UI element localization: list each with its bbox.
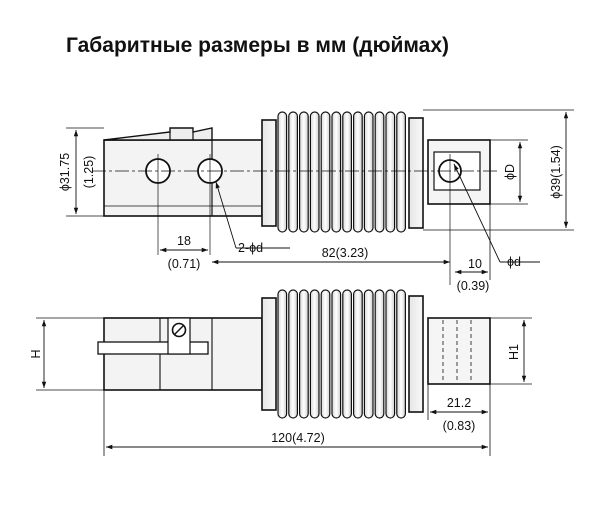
bellows-coil: [320, 289, 331, 419]
bellows-coil: [342, 111, 352, 233]
bellows-coil: [353, 289, 363, 419]
bellows-coil: [309, 111, 320, 233]
dim-21-2-inch-label: (0.83): [443, 419, 476, 433]
bellows-coil: [331, 289, 342, 419]
dim-18-label: 18: [177, 234, 191, 248]
bellows-coil: [277, 111, 288, 233]
top-left-block: [103, 139, 263, 217]
top-bellows: [277, 111, 406, 233]
dim-10-inch-label: (0.39): [457, 279, 490, 293]
phi-d-label: ϕd: [507, 255, 521, 269]
top-left-flange: [261, 119, 277, 227]
bellows-coil: [331, 111, 342, 233]
dim-21-2-label: 21.2: [447, 396, 471, 410]
side-cable-bar: [97, 341, 209, 355]
drawing-title: Габаритные размеры в мм (дюймах): [66, 34, 450, 57]
bellows-coil: [353, 111, 363, 233]
dim-31-75-label: ϕ31.75: [58, 153, 72, 191]
bellows-coil: [277, 289, 288, 419]
dim-82-label: 82(3.23): [322, 246, 369, 260]
side-view: [97, 289, 491, 419]
bellows-coil: [396, 289, 406, 419]
side-right-flange: [408, 295, 424, 413]
dim-H-label: H: [29, 349, 43, 358]
side-bellows: [277, 289, 406, 419]
bellows-coil: [363, 289, 374, 419]
bellows-coil: [299, 289, 309, 419]
dim-120-label: 120(4.72): [271, 431, 325, 445]
bellows-coil: [396, 111, 406, 233]
dim-10-label: 10: [468, 257, 482, 271]
leader-phi-d: [453, 163, 501, 263]
bellows-coil: [374, 289, 385, 419]
bellows-coil: [342, 289, 352, 419]
dim-H1-label: H1: [507, 344, 521, 360]
top-right-flange: [408, 117, 424, 229]
bellows-coil: [309, 289, 320, 419]
side-left-flange: [261, 297, 277, 411]
bellows-coil: [385, 289, 396, 419]
bellows-coil: [299, 111, 309, 233]
hole-label: 2-ϕd: [238, 241, 263, 255]
bellows-coil: [288, 289, 298, 419]
leader-2-phi-d: [215, 181, 237, 249]
side-right-block: [427, 317, 491, 385]
dim-18-inch-label: (0.71): [168, 257, 201, 271]
dim-phi-D-label: ϕD: [503, 164, 517, 180]
bellows-coil: [374, 111, 385, 233]
dim-1-25-label: (1.25): [82, 156, 96, 189]
bellows-coil: [385, 111, 396, 233]
top-mount-tab: [103, 127, 213, 141]
bellows-coil: [288, 111, 298, 233]
bellows-coil: [363, 111, 374, 233]
bellows-coil: [320, 111, 331, 233]
dim-39-label: ϕ39(1.54): [549, 145, 563, 199]
top-view: [103, 111, 491, 233]
